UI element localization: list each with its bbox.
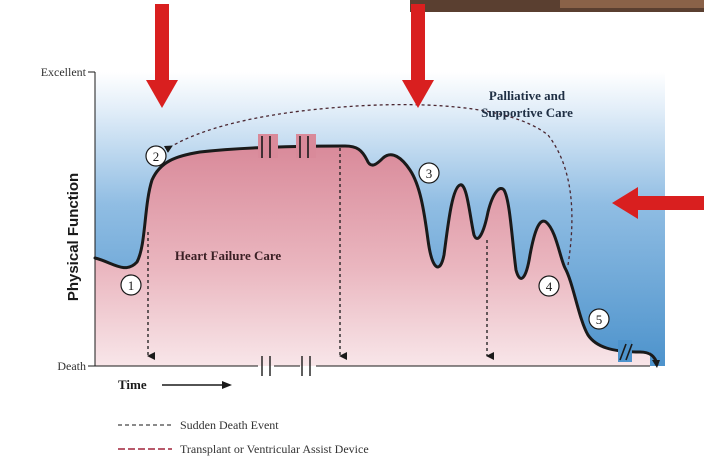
heart-failure-care-label: Heart Failure Care [175,248,282,263]
curve-end-break [618,340,632,362]
stage-marker-2: 2 [146,146,166,166]
palliative-care-label-line1: Palliative and [489,88,566,103]
stage-marker-4: 4 [539,276,559,296]
stage-marker-3: 3 [419,163,439,183]
y-axis-title: Physical Function [65,173,82,301]
svg-text:1: 1 [128,278,135,293]
svg-text:5: 5 [596,312,603,327]
x-axis-direction-arrow [162,381,232,389]
legend-sudden-death-label: Sudden Death Event [180,418,279,432]
curve-time-break-1 [258,134,278,158]
y-axis-top-label: Excellent [41,65,87,79]
x-axis-title: Time [118,377,147,392]
stage-marker-1: 1 [121,275,141,295]
y-axis-bottom-label: Death [57,359,86,373]
photo-edge-highlight [560,0,704,8]
stage-marker-5: 5 [589,309,609,329]
curve-time-break-2 [296,134,316,158]
svg-text:4: 4 [546,279,553,294]
legend: Sudden Death Event Transplant or Ventric… [118,418,369,456]
svg-text:2: 2 [153,149,160,164]
palliative-care-label-line2: Supportive Care [481,105,573,120]
legend-transplant-label: Transplant or Ventricular Assist Device [180,442,369,456]
svg-text:3: 3 [426,166,433,181]
